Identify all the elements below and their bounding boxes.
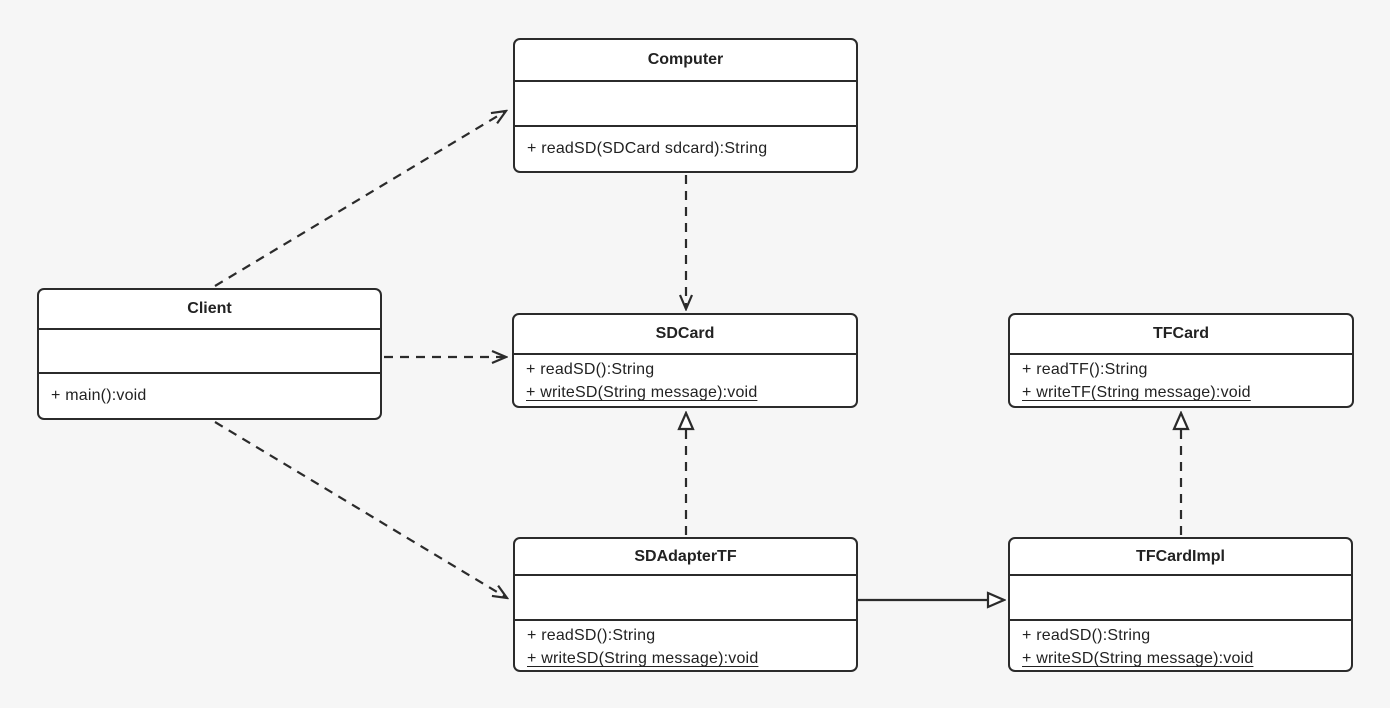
class-title: SDCard — [514, 315, 856, 355]
class-methods-compartment: + readSD(SDCard sdcard):String — [515, 127, 856, 171]
class-node-sdcard[interactable]: SDCard + readSD():String + writeSD(Strin… — [512, 313, 858, 408]
class-attributes-compartment — [1010, 576, 1351, 621]
method-label: + writeSD(String message):void — [526, 384, 758, 401]
method-label: + readSD():String — [527, 627, 656, 644]
class-node-computer[interactable]: Computer + readSD(SDCard sdcard):String — [513, 38, 858, 173]
class-methods-compartment: + readSD():String + writeSD(String messa… — [514, 355, 856, 406]
class-attributes-compartment — [515, 82, 856, 127]
method-label: + writeSD(String message):void — [527, 650, 759, 667]
class-methods-compartment: + main():void — [39, 374, 380, 418]
method-label: + readSD(SDCard sdcard):String — [527, 140, 768, 157]
class-title: Client — [39, 290, 380, 330]
class-node-tfcard[interactable]: TFCard + readTF():String + writeTF(Strin… — [1008, 313, 1354, 408]
method-label: + readTF():String — [1022, 361, 1148, 378]
class-methods-compartment: + readSD():String + writeSD(String messa… — [515, 621, 856, 670]
class-title: TFCardImpl — [1010, 539, 1351, 576]
class-title: TFCard — [1010, 315, 1352, 355]
method-label: + writeSD(String message):void — [1022, 650, 1254, 667]
method-label: + main():void — [51, 387, 147, 404]
method-label: + writeTF(String message):void — [1022, 384, 1251, 401]
method-label: + readSD():String — [1022, 627, 1151, 644]
class-methods-compartment: + readTF():String + writeTF(String messa… — [1010, 355, 1352, 406]
method-label: + readSD():String — [526, 361, 655, 378]
class-node-client[interactable]: Client + main():void — [37, 288, 382, 420]
class-title: SDAdapterTF — [515, 539, 856, 576]
dependency-edge-client-to-sdadaptertf[interactable] — [214, 421, 507, 598]
class-attributes-compartment — [39, 330, 380, 374]
class-node-sdadaptertf[interactable]: SDAdapterTF + readSD():String + writeSD(… — [513, 537, 858, 672]
dependency-edge-client-to-computer[interactable] — [214, 111, 506, 287]
class-methods-compartment: + readSD():String + writeSD(String messa… — [1010, 621, 1351, 670]
class-title: Computer — [515, 40, 856, 82]
class-node-tfcardimpl[interactable]: TFCardImpl + readSD():String + writeSD(S… — [1008, 537, 1353, 672]
class-attributes-compartment — [515, 576, 856, 621]
